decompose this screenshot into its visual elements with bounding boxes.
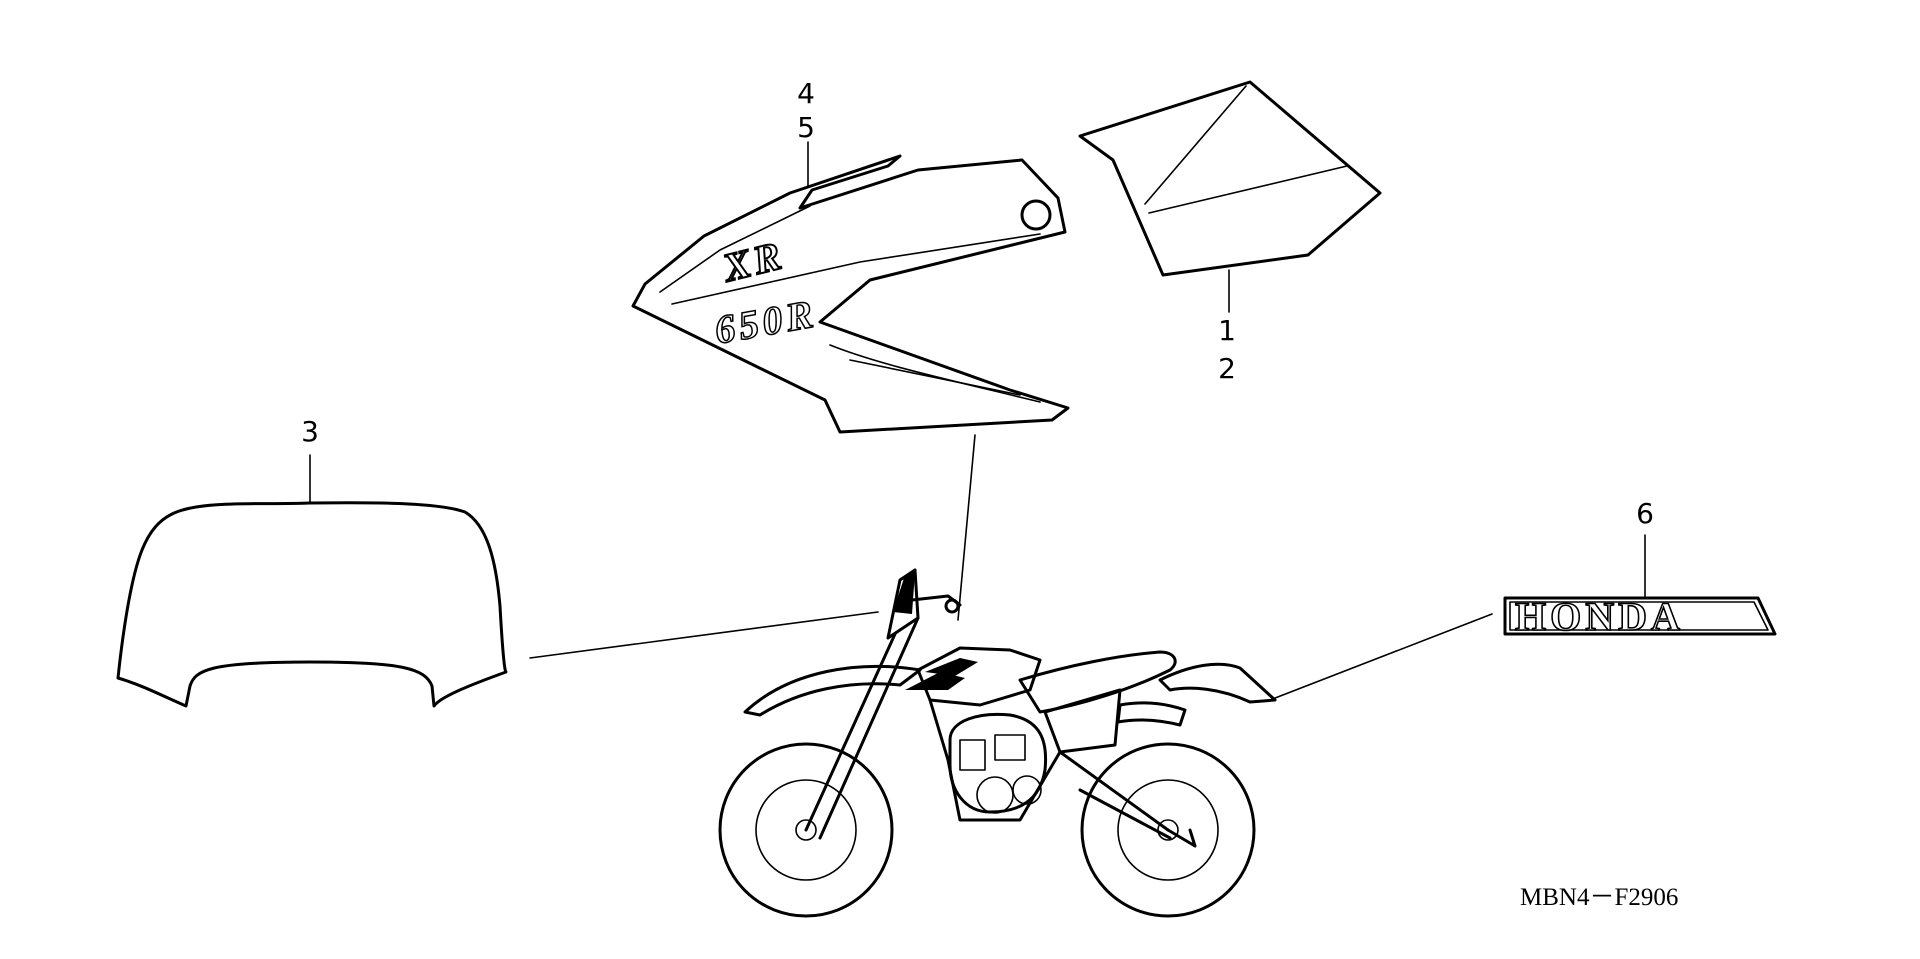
side-cover-stripe — [1078, 80, 1382, 277]
callout-5: 5 — [797, 111, 815, 144]
leader-lines — [309, 141, 1646, 701]
diagram-code: MBN4－F2906 — [1520, 884, 1678, 911]
callout-1: 1 — [1218, 314, 1236, 347]
motorcycle-illustration — [718, 568, 1277, 918]
tank-shroud-decal: XR 650R — [631, 154, 1070, 434]
leader-windscreen-to-bike — [529, 611, 879, 659]
callout-4: 4 — [797, 77, 815, 110]
callout-3: 3 — [301, 415, 319, 448]
honda-emblem-text: HONDA — [1515, 594, 1684, 639]
callout-2: 2 — [1218, 352, 1236, 385]
leader-emblem-to-bike — [1269, 613, 1493, 701]
windscreen-decal — [116, 501, 508, 708]
honda-emblem: HONDA — [1503, 593, 1777, 640]
callout-6: 6 — [1636, 497, 1654, 530]
leader-tank-to-bike — [957, 434, 976, 621]
